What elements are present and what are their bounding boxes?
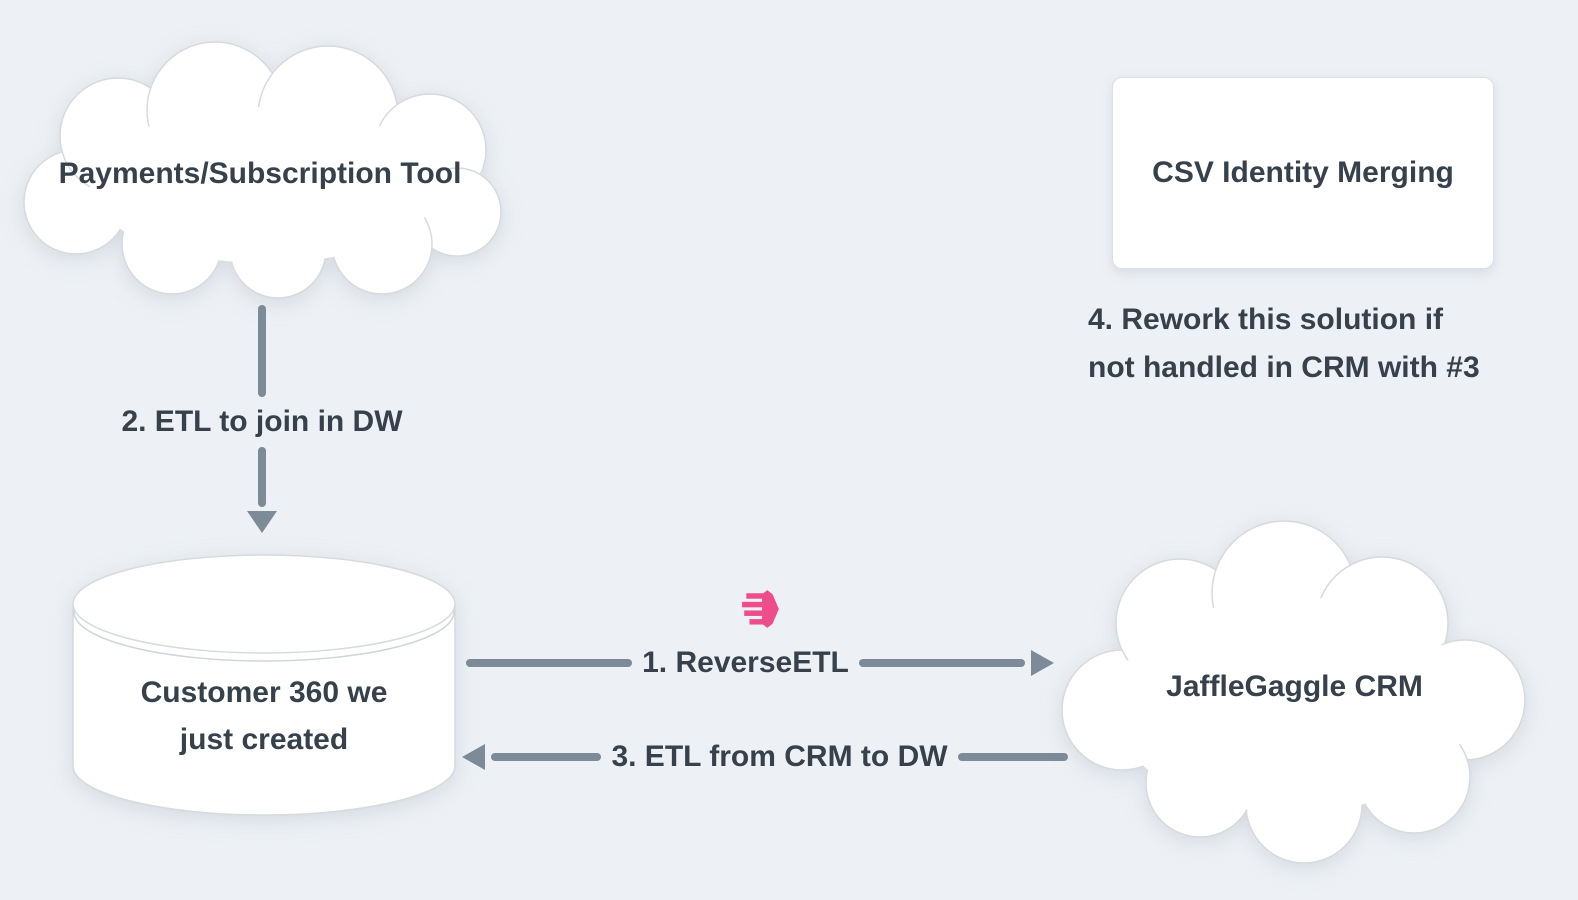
csv-box-label: CSV Identity Merging: [1152, 156, 1454, 189]
edge-etl-to-dw-label: 2. ETL to join in DW: [121, 405, 403, 438]
arrow-line: [466, 659, 633, 667]
cloud-shape-icon: [1061, 520, 1526, 864]
arrowhead-left-icon: [462, 744, 485, 770]
edge-etl-from-crm: 3. ETL from CRM to DW: [462, 737, 1068, 777]
arrowhead-right-icon: [1031, 650, 1054, 676]
arrow-line: [858, 659, 1025, 667]
database-cylinder-icon: [72, 554, 456, 816]
node-csv-identity-merging: CSV Identity Merging: [1112, 77, 1494, 269]
node-payments-cloud: Payments/Subscription Tool: [10, 40, 510, 300]
edge-etl-from-crm-label: 3. ETL from CRM to DW: [611, 740, 948, 773]
edge-reverse-etl-label: 1. ReverseETL: [642, 646, 849, 679]
arrow-line: [258, 447, 266, 507]
arrowhead-down-icon: [247, 511, 277, 533]
arrow-line: [258, 305, 266, 397]
rework-note-line2: not handled in CRM with #3: [1088, 351, 1480, 384]
arrow-line: [957, 753, 1068, 761]
census-speed-arrow-icon: [742, 590, 779, 628]
arrow-line: [491, 753, 602, 761]
rework-note-line1: 4. Rework this solution if: [1088, 303, 1444, 336]
node-customer-360-db: Customer 360 we just created: [72, 554, 456, 826]
rework-note: 4. Rework this solution if not handled i…: [1088, 296, 1558, 392]
edge-reverse-etl: 1. ReverseETL: [466, 643, 1054, 683]
node-crm-cloud: JaffleGaggle CRM: [1052, 515, 1537, 865]
edge-etl-to-dw: 2. ETL to join in DW: [121, 305, 403, 533]
cloud-shape-icon: [23, 41, 502, 299]
